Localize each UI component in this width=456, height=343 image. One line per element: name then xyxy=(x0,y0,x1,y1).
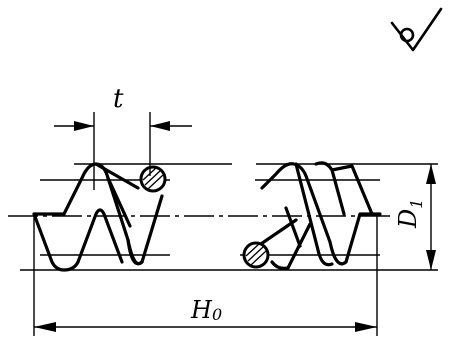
height-label-subscript: 0 xyxy=(212,305,222,324)
surface-roughness-symbol xyxy=(390,7,443,52)
construction-lines xyxy=(8,163,438,271)
spring-coils-left xyxy=(32,162,164,272)
pitch-dimension xyxy=(54,112,192,190)
wire-section-bottom xyxy=(242,241,270,269)
height-dimension xyxy=(33,216,378,336)
wire-section-top xyxy=(139,165,167,193)
height-label: H0 xyxy=(190,296,222,324)
diameter-label-main: D xyxy=(394,209,422,229)
height-label-main: H xyxy=(190,296,213,324)
diameter-label-subscript: 1 xyxy=(407,199,426,209)
pitch-label: t xyxy=(113,84,124,114)
diameter-label: D1 xyxy=(394,199,426,229)
diameter-dimension xyxy=(426,164,436,270)
svg-text:D1: D1 xyxy=(394,199,426,229)
